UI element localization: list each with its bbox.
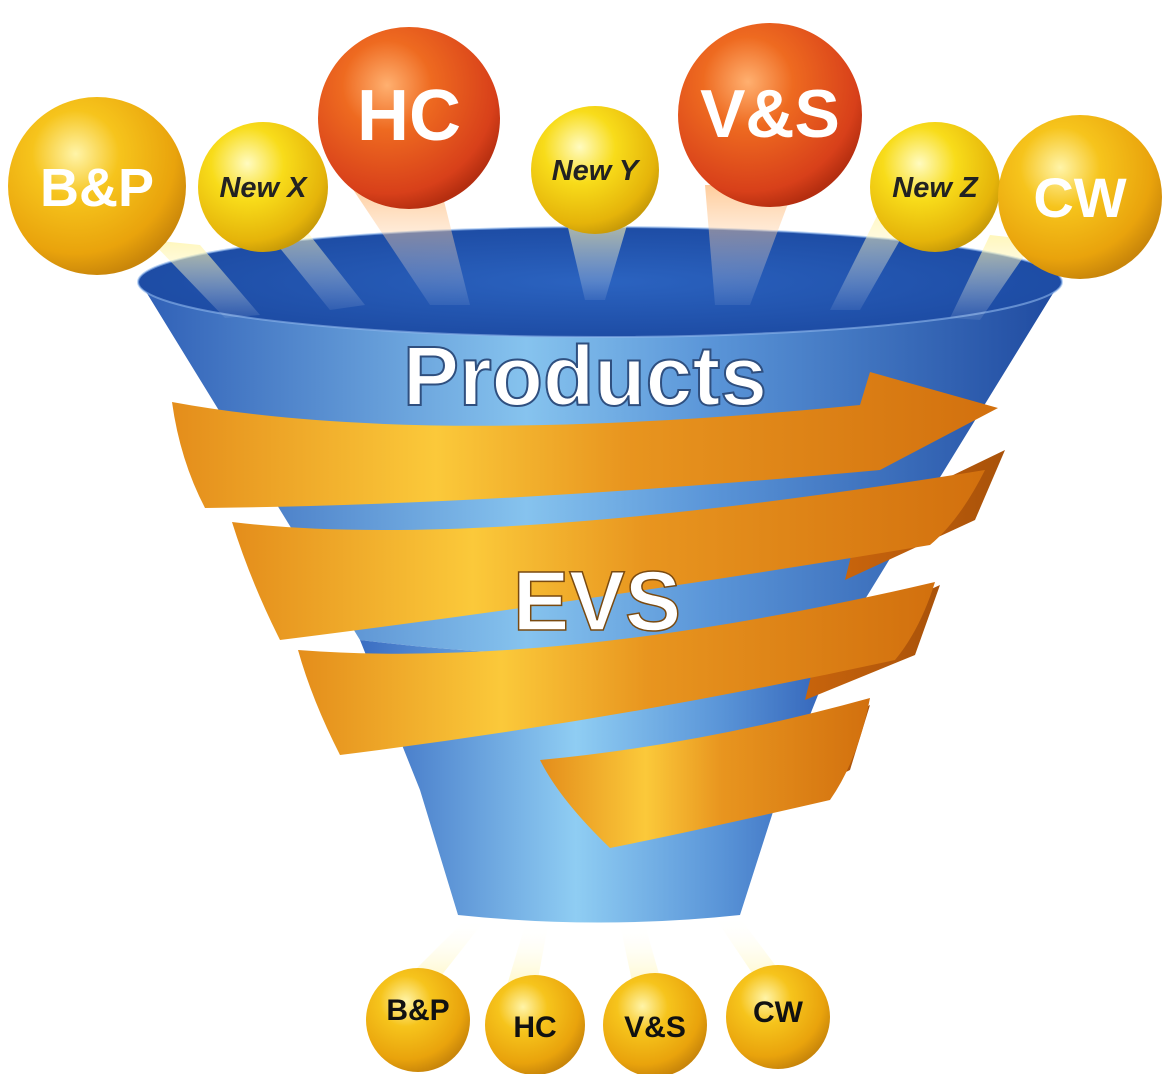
funnel-label: Products	[403, 329, 767, 423]
ribbon-band-1	[172, 372, 998, 508]
input-ball-label: HC	[357, 76, 461, 156]
output-ball-label: CW	[753, 996, 804, 1029]
output-ball-vs: V&S	[603, 973, 707, 1074]
ribbon-label: EVS	[513, 554, 681, 648]
ribbon-band-2	[232, 470, 985, 640]
input-ball-new-x: New X	[198, 122, 328, 252]
ribbon-spiral	[172, 372, 998, 848]
output-beams	[400, 918, 790, 995]
input-ball-label: CW	[1033, 166, 1126, 229]
ribbon-band-3	[298, 582, 935, 755]
input-ball-label: New X	[219, 172, 308, 204]
input-ball-label: New Y	[552, 155, 641, 187]
input-ball-hc: HC	[318, 27, 500, 209]
output-ball-label: B&P	[386, 994, 449, 1027]
input-ball-new-y: New Y	[531, 106, 659, 234]
input-ball-label: V&S	[700, 76, 840, 152]
input-ball-label: New Z	[892, 172, 979, 204]
input-ball-label: B&P	[40, 158, 154, 218]
input-ball-bp: B&P	[8, 97, 186, 275]
input-ball-cw: CW	[998, 115, 1162, 279]
output-ball-label: V&S	[624, 1011, 686, 1044]
output-ball-bp: B&P	[366, 968, 470, 1072]
output-ball-cw: CW	[726, 965, 830, 1069]
output-ball-hc: HC	[485, 975, 585, 1074]
input-ball-vs: V&S	[678, 23, 862, 207]
input-ball-new-z: New Z	[870, 122, 1000, 252]
ribbon-band-4	[540, 698, 870, 848]
output-ball-label: HC	[513, 1011, 556, 1044]
